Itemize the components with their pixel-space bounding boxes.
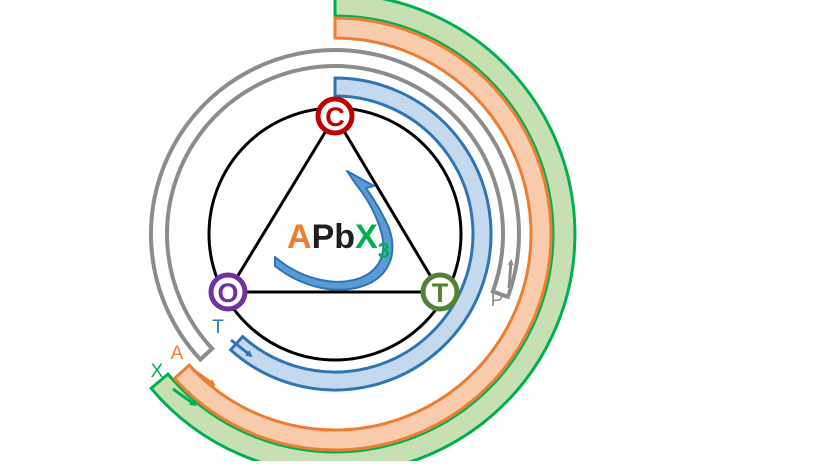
pressure-band-label: P [491, 290, 504, 311]
tetragonal-node-icon [420, 272, 460, 312]
temperature-band [228, 76, 493, 392]
x-site-band-label: X [151, 361, 164, 382]
temperature-arrow-icon [230, 338, 253, 358]
cubic-node: C [315, 96, 355, 136]
phase-triangle [225, 113, 443, 294]
tetragonal-node-label: T [432, 278, 449, 308]
tetragonal-node: T [420, 272, 460, 312]
pressure-arrow-icon [507, 259, 514, 289]
formula-subscript: 3 [378, 238, 390, 263]
temperature-band-label: T [212, 317, 224, 338]
orthorhombic-node: O [208, 272, 248, 312]
x-site-band [148, 0, 577, 466]
a-site-band-label: A [171, 343, 184, 364]
orthorhombic-node-icon [208, 272, 248, 312]
cubic-node-label: C [325, 102, 345, 132]
formula-x: X [355, 218, 378, 256]
cubic-node-icon [315, 96, 355, 136]
formula-pb: Pb [312, 218, 355, 256]
formula-a: A [287, 218, 312, 256]
a-site-band [172, 16, 553, 452]
orthorhombic-node-label: O [217, 278, 238, 308]
x-site-arrow-icon [172, 387, 197, 407]
formula-label: APbX3 [287, 218, 390, 263]
a-site-arrow-icon [191, 367, 216, 387]
pressure-band [149, 48, 521, 363]
cycle-arrow-icon [274, 170, 394, 291]
